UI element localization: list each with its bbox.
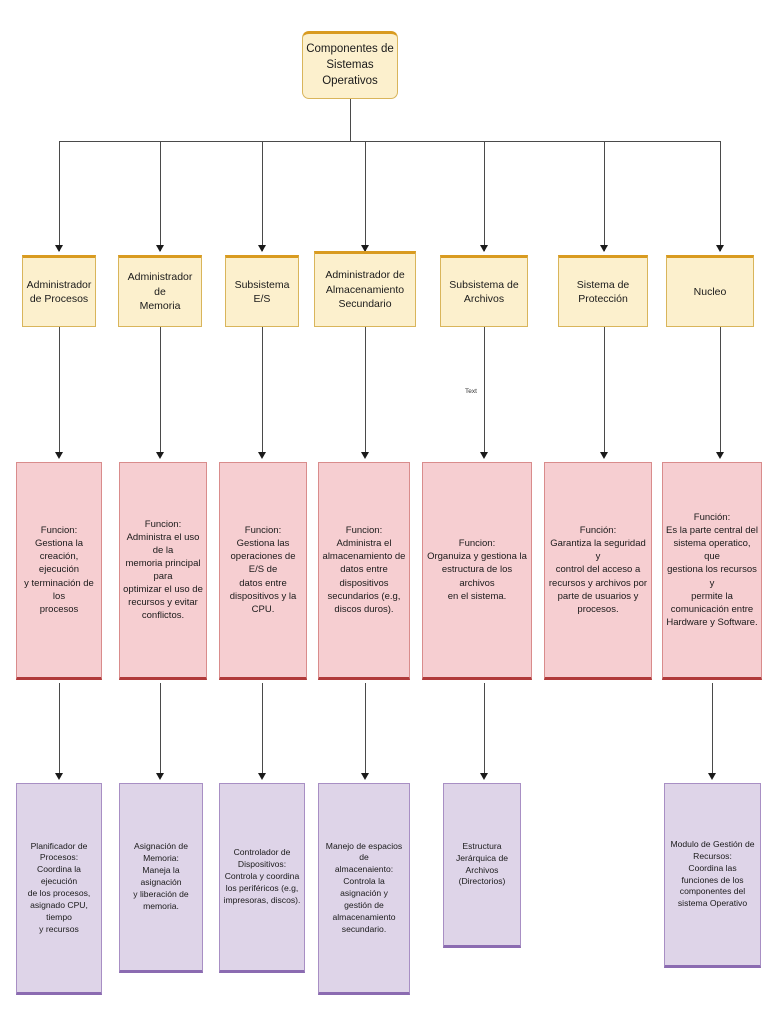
connector-root-to-almacenamiento (365, 141, 366, 251)
node-function-almacenamiento[interactable]: Funcion: Administra el almacenamiento de… (318, 462, 410, 680)
connector-root-to-es (262, 141, 263, 251)
connector-root-to-proteccion (604, 141, 605, 251)
node-function-memoria[interactable]: Funcion: Administra el uso de la memoria… (119, 462, 207, 680)
node-component-es[interactable]: Subsistema E/S (225, 255, 299, 327)
node-detail-nucleo[interactable]: Modulo de Gestión de Recursos: Coordina … (664, 783, 761, 968)
arrowhead-procesos-to-function (55, 452, 63, 459)
connector-procesos-to-function (59, 327, 60, 455)
connector-function-to-detail-es (262, 683, 263, 776)
node-detail-almacenamiento[interactable]: Manejo de espacios de almacenaiento: Con… (318, 783, 410, 995)
connector-almacenamiento-to-function (365, 327, 366, 455)
connector-archivos-to-function (484, 327, 485, 455)
node-detail-es[interactable]: Controlador de Dispositivos: Controla y … (219, 783, 305, 973)
connector-memoria-to-function (160, 327, 161, 455)
node-component-almacenamiento[interactable]: Administrador de Almacenamiento Secundar… (314, 251, 416, 327)
arrowhead-root-to-almacenamiento (361, 245, 369, 252)
arrowhead-proteccion-to-function (600, 452, 608, 459)
node-component-procesos[interactable]: Administrador de Procesos (22, 255, 96, 327)
arrowhead-root-to-procesos (55, 245, 63, 252)
node-function-nucleo[interactable]: Función: Es la parte central del sistema… (662, 462, 762, 680)
arrowhead-archivos-to-function (480, 452, 488, 459)
arrowhead-function-to-detail-nucleo (708, 773, 716, 780)
arrowhead-function-to-detail-archivos (480, 773, 488, 780)
connector-root-to-archivos (484, 141, 485, 251)
connector-function-to-detail-memoria (160, 683, 161, 776)
connector-root-to-procesos (59, 141, 60, 251)
node-detail-archivos[interactable]: Estructura Jerárquica de Archivos (Direc… (443, 783, 521, 948)
arrowhead-function-to-detail-almacenamiento (361, 773, 369, 780)
connector-function-to-detail-nucleo (712, 683, 713, 776)
node-function-procesos[interactable]: Funcion: Gestiona la creación, ejecución… (16, 462, 102, 680)
arrowhead-function-to-detail-procesos (55, 773, 63, 780)
connector-root-to-nucleo (720, 141, 721, 251)
node-function-es[interactable]: Funcion: Gestiona las operaciones de E/S… (219, 462, 307, 680)
connector-nucleo-to-function (720, 327, 721, 455)
node-function-proteccion[interactable]: Función: Garantiza la seguridad y contro… (544, 462, 652, 680)
node-component-proteccion[interactable]: Sistema de Protección (558, 255, 648, 327)
arrowhead-root-to-memoria (156, 245, 164, 252)
arrowhead-root-to-nucleo (716, 245, 724, 252)
connector-root-to-memoria (160, 141, 161, 251)
arrowhead-memoria-to-function (156, 452, 164, 459)
node-function-archivos[interactable]: Funcion: Organuiza y gestiona la estruct… (422, 462, 532, 680)
arrowhead-root-to-es (258, 245, 266, 252)
arrowhead-root-to-proteccion (600, 245, 608, 252)
arrowhead-root-to-archivos (480, 245, 488, 252)
connector-root-stem (350, 99, 351, 141)
node-component-archivos[interactable]: Subsistema de Archivos (440, 255, 528, 327)
connector-proteccion-to-function (604, 327, 605, 455)
node-detail-procesos[interactable]: Planificador de Procesos: Coordina la ej… (16, 783, 102, 995)
connector-es-to-function (262, 327, 263, 455)
node-component-memoria[interactable]: Administrador de Memoria (118, 255, 202, 327)
arrowhead-function-to-detail-es (258, 773, 266, 780)
connector-function-to-detail-procesos (59, 683, 60, 776)
arrowhead-nucleo-to-function (716, 452, 724, 459)
arrowhead-function-to-detail-memoria (156, 773, 164, 780)
connector-distributor-bar (59, 141, 720, 142)
node-detail-memoria[interactable]: Asignación de Memoria: Maneja la asignac… (119, 783, 203, 973)
arrowhead-almacenamiento-to-function (361, 452, 369, 459)
edge-label-archivos-function: Text (464, 388, 478, 396)
node-root[interactable]: Componentes de Sistemas Operativos (302, 31, 398, 99)
node-component-nucleo[interactable]: Nucleo (666, 255, 754, 327)
arrowhead-es-to-function (258, 452, 266, 459)
connector-function-to-detail-archivos (484, 683, 485, 776)
connector-function-to-detail-almacenamiento (365, 683, 366, 776)
